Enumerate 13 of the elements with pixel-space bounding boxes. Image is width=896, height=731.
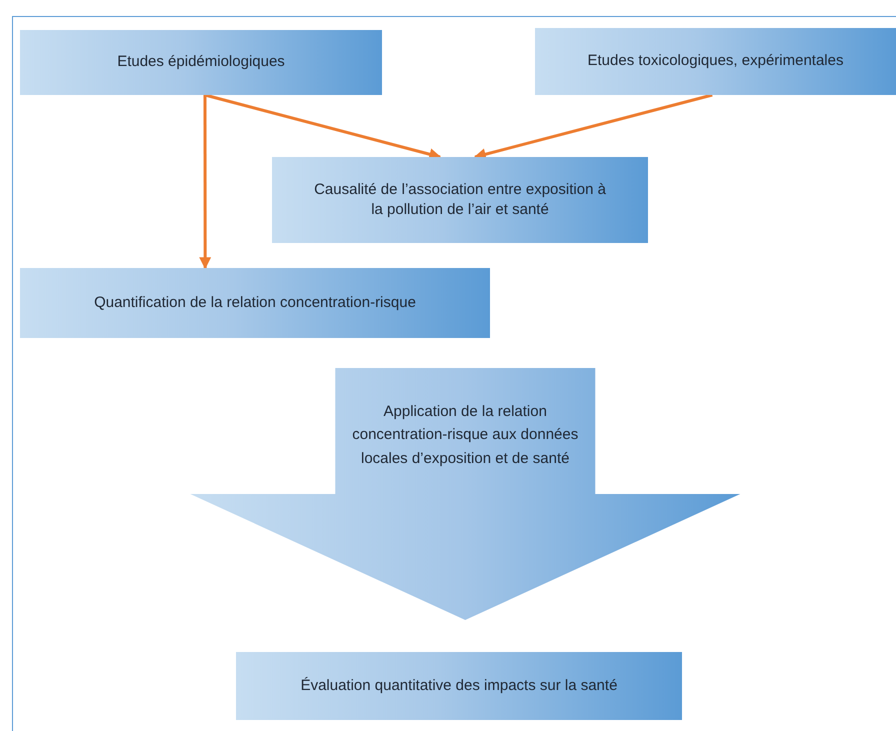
box-text: Quantification de la relation concentration-risque: [94, 292, 416, 313]
box-text: Évaluation quantitative des impacts sur la santé: [300, 676, 618, 696]
box-text: Etudes épidémiologiques: [117, 52, 285, 72]
process-box: [272, 157, 648, 243]
process-box: [236, 652, 682, 720]
edge-label: Application de la relation concentration-risque aux données locales d’exposition et de santé: [351, 402, 580, 468]
process-box: [20, 30, 382, 95]
box-text: Causalité de l’association entre exposition à la pollution de l’air et santé: [313, 180, 607, 220]
box-text: Etudes toxicologiques, expérimentales: [588, 51, 844, 72]
process-box: [535, 28, 896, 95]
block-arrow: [190, 368, 740, 620]
arrow: [199, 95, 212, 270]
process-box: [20, 268, 490, 338]
